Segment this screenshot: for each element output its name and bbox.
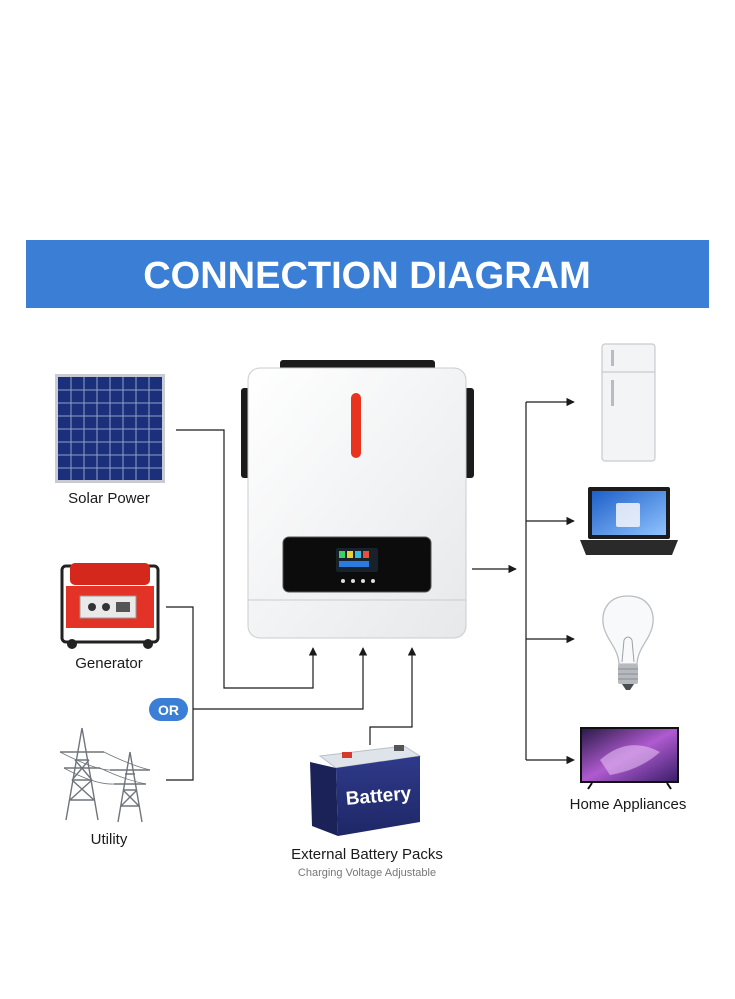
title-banner: CONNECTION DIAGRAM [26,240,709,308]
connection-lines [166,397,575,781]
or-badge: OR [149,698,188,721]
inverter-unit [241,360,474,639]
utility-tower-right [110,751,150,823]
battery-side [310,762,338,836]
battery-connection-line [369,647,417,745]
light-bulb-icon [602,595,654,690]
inverter-buttons [341,579,375,583]
or-badge-background [149,698,188,721]
bulb-glass [602,595,654,665]
generator-label: Generator [75,655,143,672]
grid-source-bracket [166,606,194,781]
utility-tower-left [60,727,104,821]
utility-tower-image [59,727,151,823]
battery-terminal-negative [394,745,404,751]
solar-panel-grid [58,377,162,480]
fridge-body [601,343,656,462]
home-appliances-label: Home Appliances [570,796,687,813]
laptop-base [580,540,678,555]
laptop-icon [580,487,678,555]
grid-connection-line [193,647,368,710]
solar-power-label: Solar Power [68,490,150,507]
generator-fuel-tank [70,563,150,585]
inverter-indicator-light [351,393,361,458]
power-lines [59,751,151,785]
solar-connection-line [176,429,318,689]
battery-label: External Battery Packs [291,846,443,863]
banner-title: CONNECTION DIAGRAM [143,255,591,297]
battery-sublabel: Charging Voltage Adjustable [298,867,436,879]
refrigerator-icon [601,343,656,462]
banner-background [26,240,709,308]
solar-panel-image [55,374,165,483]
battery-terminal-positive [342,752,352,758]
battery-image: Battery [310,745,422,836]
utility-label: Utility [91,831,128,848]
generator-image [60,563,160,649]
television-icon [580,727,679,790]
battery-front [336,756,420,836]
or-badge-label: OR [158,702,179,718]
